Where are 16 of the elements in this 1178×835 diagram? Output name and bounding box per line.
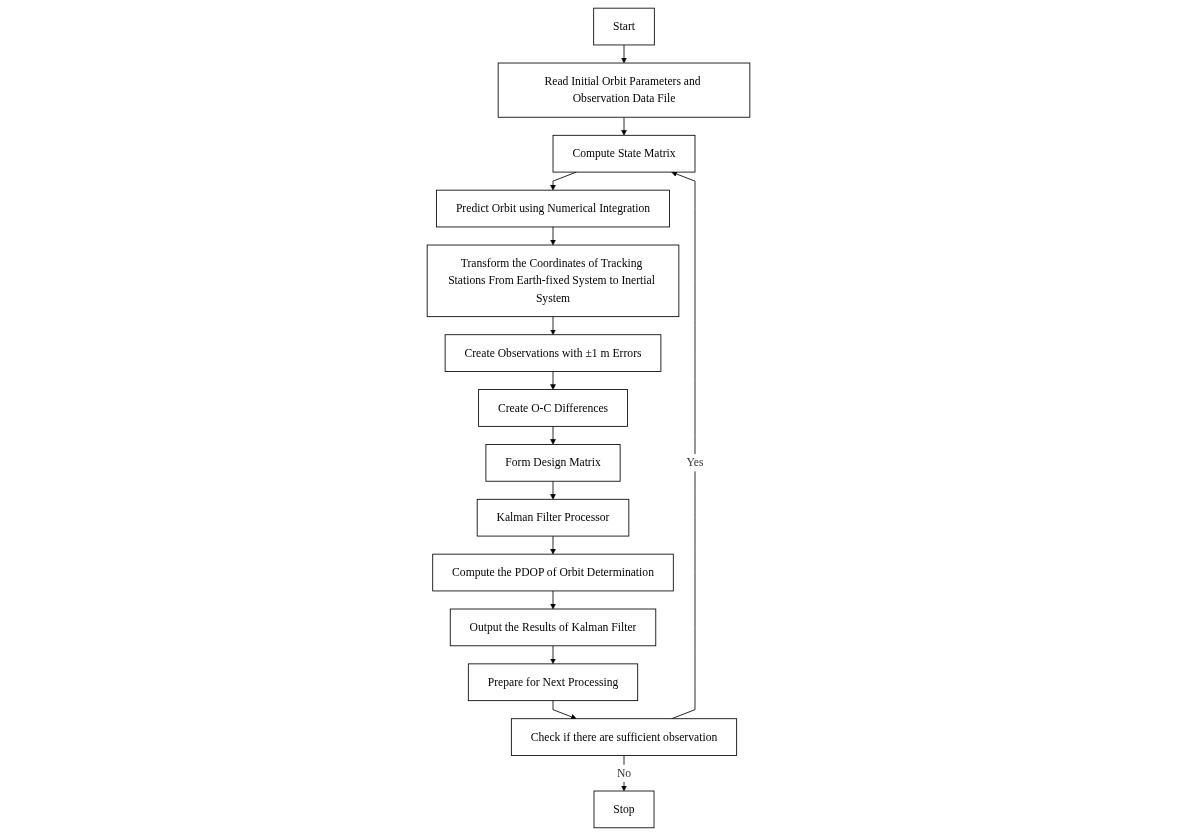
node-box: Form Design Matrix — [485, 443, 622, 482]
edge-label: Yes — [687, 455, 704, 469]
node-box: Predict Orbit using Numerical Integration — [436, 189, 671, 227]
node-box: Read Initial Orbit Parameters and Observation Data File — [498, 62, 751, 118]
node-box: Start — [593, 7, 656, 45]
node-box: Stop — [594, 790, 655, 828]
node-box: Check if there are sufficient observation — [511, 717, 738, 756]
node-box: Create O-C Differences — [478, 388, 629, 427]
node-box: Output the Results of Kalman Filter — [450, 608, 657, 646]
node-box: Compute State Matrix — [553, 134, 696, 172]
node-box: Prepare for Next Processing — [468, 662, 639, 701]
node-box: Compute the PDOP of Orbit Determination — [432, 553, 675, 591]
node-box: Create Observations with ±1 m Errors — [445, 333, 662, 372]
node-box: Transform the Coordinates of Tracking Stations From Earth-fixed System to Inertial System — [427, 244, 680, 317]
edge-label: No — [617, 766, 632, 779]
node-box: Kalman Filter Processor — [477, 498, 630, 536]
